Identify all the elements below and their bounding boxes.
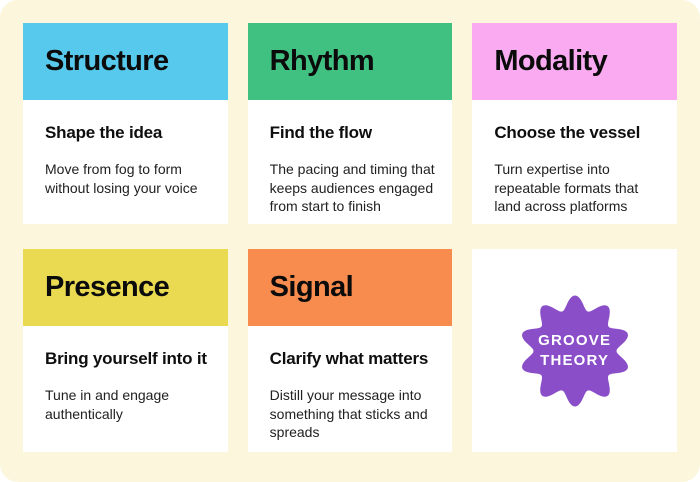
card-modality-body: Choose the vessel Turn expertise into re… — [472, 100, 677, 216]
card-subtitle: Shape the idea — [45, 123, 163, 142]
card-structure-header: Structure — [23, 23, 228, 100]
badge-label-line1: GROOVE — [538, 331, 612, 349]
groove-theory-badge: GROOVE THEORY — [515, 291, 635, 411]
card-description: Move from fog to form without losing you… — [45, 161, 198, 196]
card-title: Presence — [45, 271, 170, 303]
card-description: Turn expertise into repeatable formats t… — [494, 161, 639, 215]
card-modality: Modality Choose the vessel Turn expertis… — [472, 23, 677, 224]
card-subtitle: Bring yourself into it — [45, 349, 207, 368]
card-rhythm-body: Find the flow The pacing and timing that… — [248, 100, 453, 216]
card-subtitle: Find the flow — [269, 123, 372, 142]
card-modality-header: Modality — [472, 23, 677, 100]
card-structure: Structure Shape the idea Move from fog t… — [23, 23, 228, 224]
card-presence: Presence Bring yourself into it Tune in … — [23, 249, 228, 452]
card-presence-body: Bring yourself into it Tune in and engag… — [23, 326, 228, 423]
card-signal: Signal Clarify what matters Distill your… — [247, 249, 453, 452]
badge-label: GROOVE THEORY — [515, 291, 635, 411]
card-title: Structure — [45, 45, 169, 77]
card-signal-header: Signal — [247, 249, 453, 326]
card-subtitle: Choose the vessel — [494, 123, 641, 142]
card-groove-theory: GROOVE THEORY — [472, 249, 677, 452]
card-structure-body: Shape the idea Move from fog to form wit… — [23, 100, 228, 197]
card-rhythm: Rhythm Find the flow The pacing and timi… — [247, 23, 453, 224]
card-signal-body: Clarify what matters Distill your messag… — [248, 326, 453, 442]
card-title: Modality — [494, 45, 608, 77]
starburst-icon — [521, 295, 628, 406]
card-title: Signal — [269, 271, 354, 303]
card-description: Distill your message into something that… — [269, 387, 428, 441]
badge-label-line2: THEORY — [540, 351, 610, 369]
card-grid: Structure Shape the idea Move from fog t… — [23, 23, 677, 452]
card-title: Rhythm — [269, 45, 375, 77]
card-description: Tune in and engage authentically — [45, 387, 170, 422]
card-description: The pacing and timing that keeps audienc… — [269, 161, 435, 215]
card-presence-header: Presence — [23, 249, 228, 326]
card-rhythm-header: Rhythm — [247, 23, 453, 100]
card-subtitle: Clarify what matters — [269, 349, 429, 368]
